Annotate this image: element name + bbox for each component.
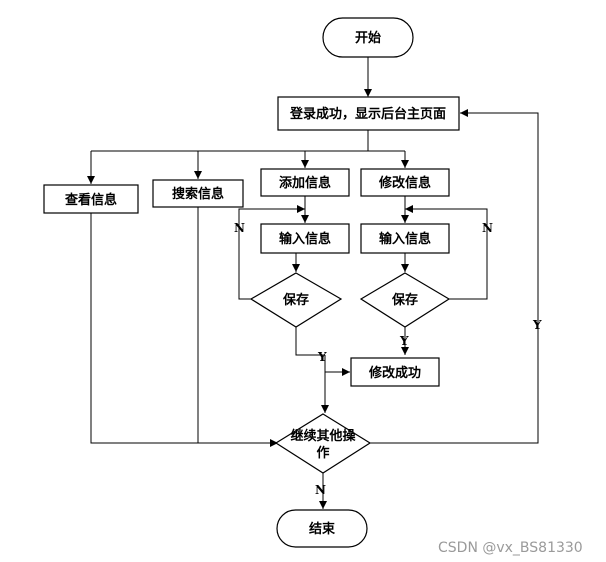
edge-save-add-yes xyxy=(295,327,325,356)
label-continue-yes: Y xyxy=(532,318,542,332)
node-modify-label: 修改信息 xyxy=(378,175,431,191)
node-start: 开始 xyxy=(322,17,414,58)
edge-save-add-no xyxy=(238,205,305,300)
node-search-label: 搜索信息 xyxy=(172,186,224,202)
decision-continue-label-line1: 继续其他操 xyxy=(290,428,355,444)
edge-view-continue xyxy=(90,213,278,447)
node-start-label: 开始 xyxy=(355,30,381,46)
node-end-label: 结束 xyxy=(309,521,336,537)
node-input-add-label: 输入信息 xyxy=(279,231,331,247)
edge-save-modify-no xyxy=(405,205,488,300)
decision-continue-label-line2: 作 xyxy=(316,445,329,461)
label-save-add-no: N xyxy=(234,221,245,235)
label-save-modify-no: N xyxy=(482,221,493,235)
decision-continue: 继续其他操 作 xyxy=(274,413,372,474)
node-input-add: 输入信息 xyxy=(260,223,350,254)
label-continue-no: N xyxy=(315,483,326,497)
connectors xyxy=(87,57,539,509)
node-modify-success: 修改成功 xyxy=(350,357,440,387)
node-login: 登录成功，显示后台主页面 xyxy=(277,96,460,131)
decision-save-add: 保存 xyxy=(249,272,343,328)
watermark-text: CSDN @vx_BS81330 xyxy=(438,540,583,556)
decision-save-modify: 保存 xyxy=(359,272,451,328)
node-view-label: 查看信息 xyxy=(64,192,117,208)
decision-save-modify-label: 保存 xyxy=(391,292,418,308)
node-add: 添加信息 xyxy=(260,168,350,197)
node-view: 查看信息 xyxy=(43,184,139,214)
decision-save-add-label: 保存 xyxy=(282,292,309,308)
edge-continue-yes xyxy=(370,109,539,444)
node-input-modify: 输入信息 xyxy=(360,223,450,254)
label-save-modify-yes: Y xyxy=(399,334,409,348)
node-login-label: 登录成功，显示后台主页面 xyxy=(289,106,446,122)
node-end: 结束 xyxy=(276,509,368,548)
node-modify-success-label: 修改成功 xyxy=(368,365,421,381)
node-add-label: 添加信息 xyxy=(279,175,331,191)
node-search: 搜索信息 xyxy=(152,179,244,208)
edge-labels: N Y N Y Y N xyxy=(234,221,542,497)
node-modify: 修改信息 xyxy=(360,168,450,197)
node-input-modify-label: 输入信息 xyxy=(379,231,431,247)
label-save-add-yes: Y xyxy=(317,350,327,364)
